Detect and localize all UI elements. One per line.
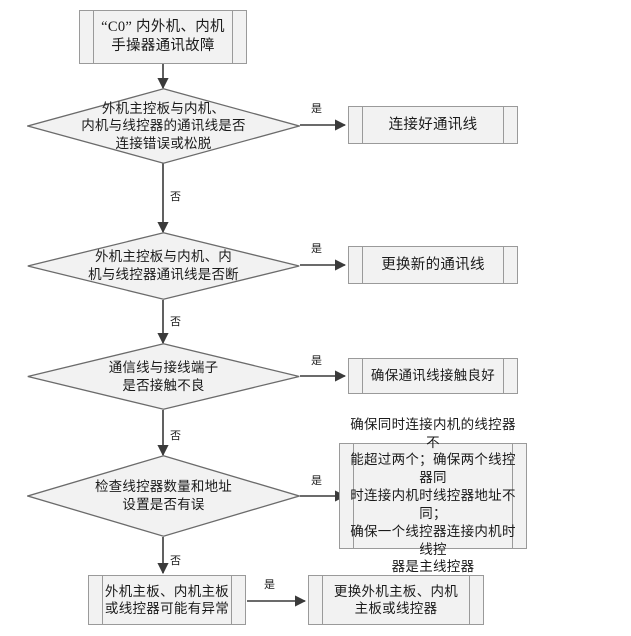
node-action-5-label: 更换外机主板、内机 主板或线控器 (333, 583, 459, 616)
edge-label-d3-no: 否 (170, 430, 181, 442)
node-suspect-components-label: 外机主板、内机主板 或线控器可能有异常 (104, 583, 230, 616)
node-decision-4[interactable]: 检查线控器数量和地址 设置是否有误 (27, 455, 300, 537)
diamond-shape-4 (27, 455, 300, 537)
node-suspect-components[interactable]: 外机主板、内机主板 或线控器可能有异常 (88, 575, 246, 625)
node-decision-3-label: 通信线与接线端子 是否接触不良 (108, 359, 219, 393)
edge-label-d1-no: 否 (170, 191, 181, 203)
edge-label-n5-yes: 是 (264, 579, 275, 591)
node-decision-2[interactable]: 外机主控板与内机、内 机与线控器通讯线是否断 (27, 232, 300, 300)
node-action-1[interactable]: 连接好通讯线 (348, 106, 518, 144)
edge-label-d2-no: 否 (170, 316, 181, 328)
node-decision-4-label: 检查线控器数量和地址 设置是否有误 (94, 479, 232, 512)
edge-label-d3-yes: 是 (311, 355, 322, 367)
diamond-shape-1 (27, 88, 300, 164)
node-action-4-label: 确保同时连接内机的线控器不 能超过两个；确保两个线控器同 时连接内机时线控器地址… (350, 416, 516, 575)
diamond-shape-2 (27, 232, 300, 300)
node-start-label: “C0” 内外机、内机 手操器通讯故障 (101, 19, 225, 54)
diamond-shape-3 (27, 343, 300, 410)
edge-label-d2-yes: 是 (311, 243, 322, 255)
node-action-3-label: 确保通讯线接触良好 (370, 368, 496, 384)
node-decision-2-label: 外机主控板与内机、内 机与线控器通讯线是否断 (88, 249, 239, 282)
node-action-2[interactable]: 更换新的通讯线 (348, 246, 518, 284)
node-start[interactable]: “C0” 内外机、内机 手操器通讯故障 (79, 10, 247, 64)
node-action-4[interactable]: 确保同时连接内机的线控器不 能超过两个；确保两个线控器同 时连接内机时线控器地址… (339, 417, 527, 574)
node-decision-1-label: 外机主控板与内机、 内机与线控器的通讯线是否 连接错误或松脱 (81, 100, 246, 151)
node-decision-1[interactable]: 外机主控板与内机、 内机与线控器的通讯线是否 连接错误或松脱 (27, 88, 300, 164)
node-action-3[interactable]: 确保通讯线接触良好 (348, 358, 518, 394)
edge-label-d4-no: 否 (170, 555, 181, 567)
node-action-1-label: 连接好通讯线 (388, 116, 478, 133)
node-action-5[interactable]: 更换外机主板、内机 主板或线控器 (308, 575, 484, 625)
edge-label-d4-yes: 是 (311, 475, 322, 487)
edge-label-d1-yes: 是 (311, 103, 322, 115)
node-action-2-label: 更换新的通讯线 (381, 256, 485, 273)
node-decision-3[interactable]: 通信线与接线端子 是否接触不良 (27, 343, 300, 410)
